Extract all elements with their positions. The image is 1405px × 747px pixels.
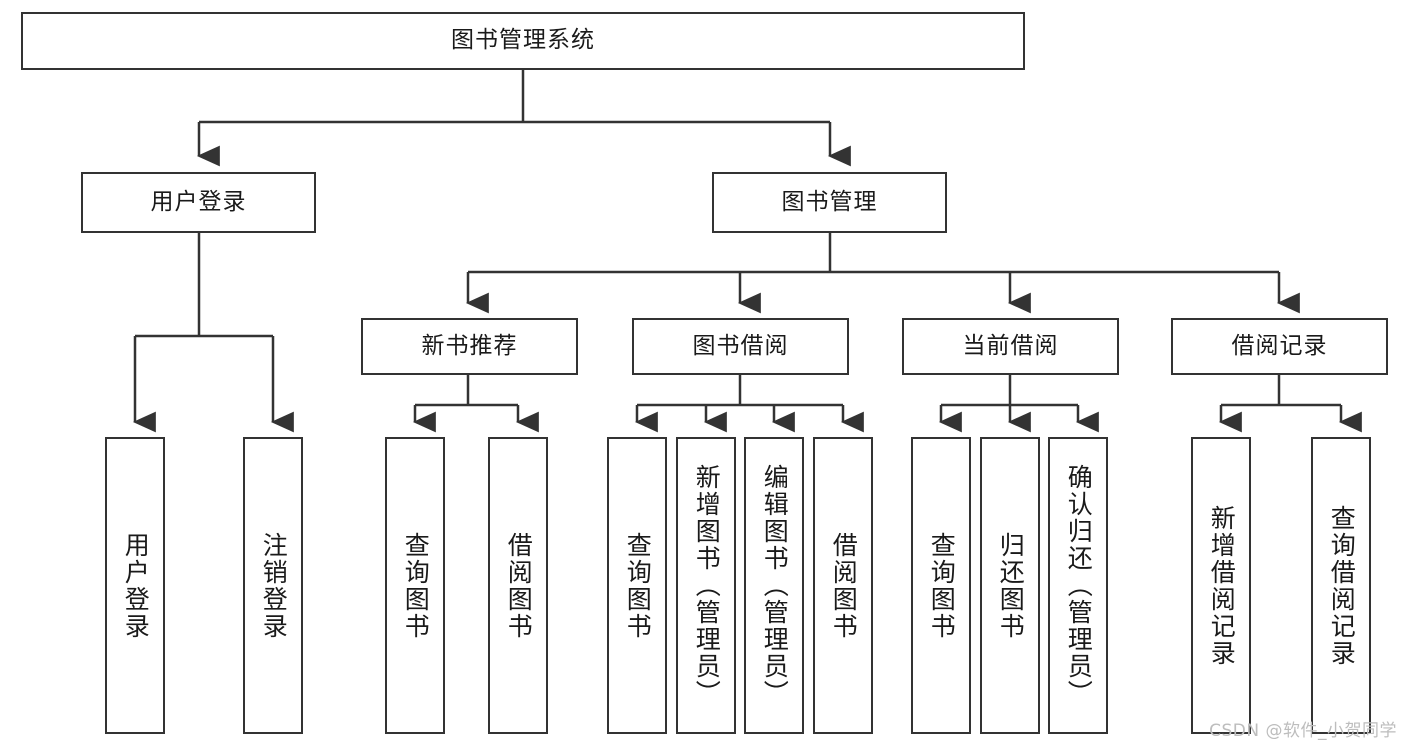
node-leaf-user-login-label: 用户登录 <box>121 531 151 640</box>
node-book-borrow[interactable]: 图书借阅 <box>632 318 849 375</box>
watermark: CSDN @软件_小贺同学 <box>1209 721 1397 741</box>
node-leaf-recommend-borrow-book[interactable]: 借阅图书 <box>488 437 548 734</box>
node-book-management-label: 图书管理 <box>781 188 878 215</box>
node-new-book-recommend-label: 新书推荐 <box>421 332 518 359</box>
node-leaf-confirm-return-admin-label: 确认归还（管理员） <box>1064 464 1094 707</box>
node-leaf-edit-book-admin[interactable]: 编辑图书（管理员） <box>744 437 804 734</box>
node-leaf-current-query-book-label: 查询图书 <box>927 531 957 640</box>
node-leaf-borrow-book-label: 借阅图书 <box>829 531 859 640</box>
node-user-login-label: 用户登录 <box>150 188 247 215</box>
node-current-borrow-label: 当前借阅 <box>962 332 1059 359</box>
node-leaf-add-borrow-record-label: 新增借阅记录 <box>1207 504 1237 667</box>
node-leaf-recommend-query-book-label: 查询图书 <box>401 531 431 640</box>
node-leaf-query-borrow-record[interactable]: 查询借阅记录 <box>1311 437 1371 734</box>
node-leaf-return-book[interactable]: 归还图书 <box>980 437 1040 734</box>
node-borrow-record-label: 借阅记录 <box>1231 332 1328 359</box>
node-leaf-add-book-admin-label: 新增图书（管理员） <box>692 464 722 707</box>
node-leaf-recommend-borrow-book-label: 借阅图书 <box>504 531 534 640</box>
node-leaf-add-book-admin[interactable]: 新增图书（管理员） <box>676 437 736 734</box>
node-leaf-return-book-label: 归还图书 <box>996 531 1026 640</box>
node-leaf-user-login[interactable]: 用户登录 <box>105 437 165 734</box>
node-leaf-current-query-book[interactable]: 查询图书 <box>911 437 971 734</box>
node-leaf-borrow-query-book-label: 查询图书 <box>623 531 653 640</box>
node-borrow-record[interactable]: 借阅记录 <box>1171 318 1388 375</box>
node-user-login[interactable]: 用户登录 <box>81 172 316 233</box>
node-leaf-recommend-query-book[interactable]: 查询图书 <box>385 437 445 734</box>
node-root[interactable]: 图书管理系统 <box>21 12 1025 70</box>
node-leaf-edit-book-admin-label: 编辑图书（管理员） <box>760 464 790 707</box>
node-leaf-query-borrow-record-label: 查询借阅记录 <box>1327 504 1357 667</box>
node-root-label: 图书管理系统 <box>451 27 595 54</box>
node-current-borrow[interactable]: 当前借阅 <box>902 318 1119 375</box>
node-new-book-recommend[interactable]: 新书推荐 <box>361 318 578 375</box>
node-leaf-logout-label: 注销登录 <box>259 531 289 640</box>
node-leaf-borrow-book[interactable]: 借阅图书 <box>813 437 873 734</box>
node-leaf-add-borrow-record[interactable]: 新增借阅记录 <box>1191 437 1251 734</box>
node-book-management[interactable]: 图书管理 <box>712 172 947 233</box>
node-leaf-logout[interactable]: 注销登录 <box>243 437 303 734</box>
node-book-borrow-label: 图书借阅 <box>692 332 789 359</box>
node-leaf-confirm-return-admin[interactable]: 确认归还（管理员） <box>1048 437 1108 734</box>
node-leaf-borrow-query-book[interactable]: 查询图书 <box>607 437 667 734</box>
